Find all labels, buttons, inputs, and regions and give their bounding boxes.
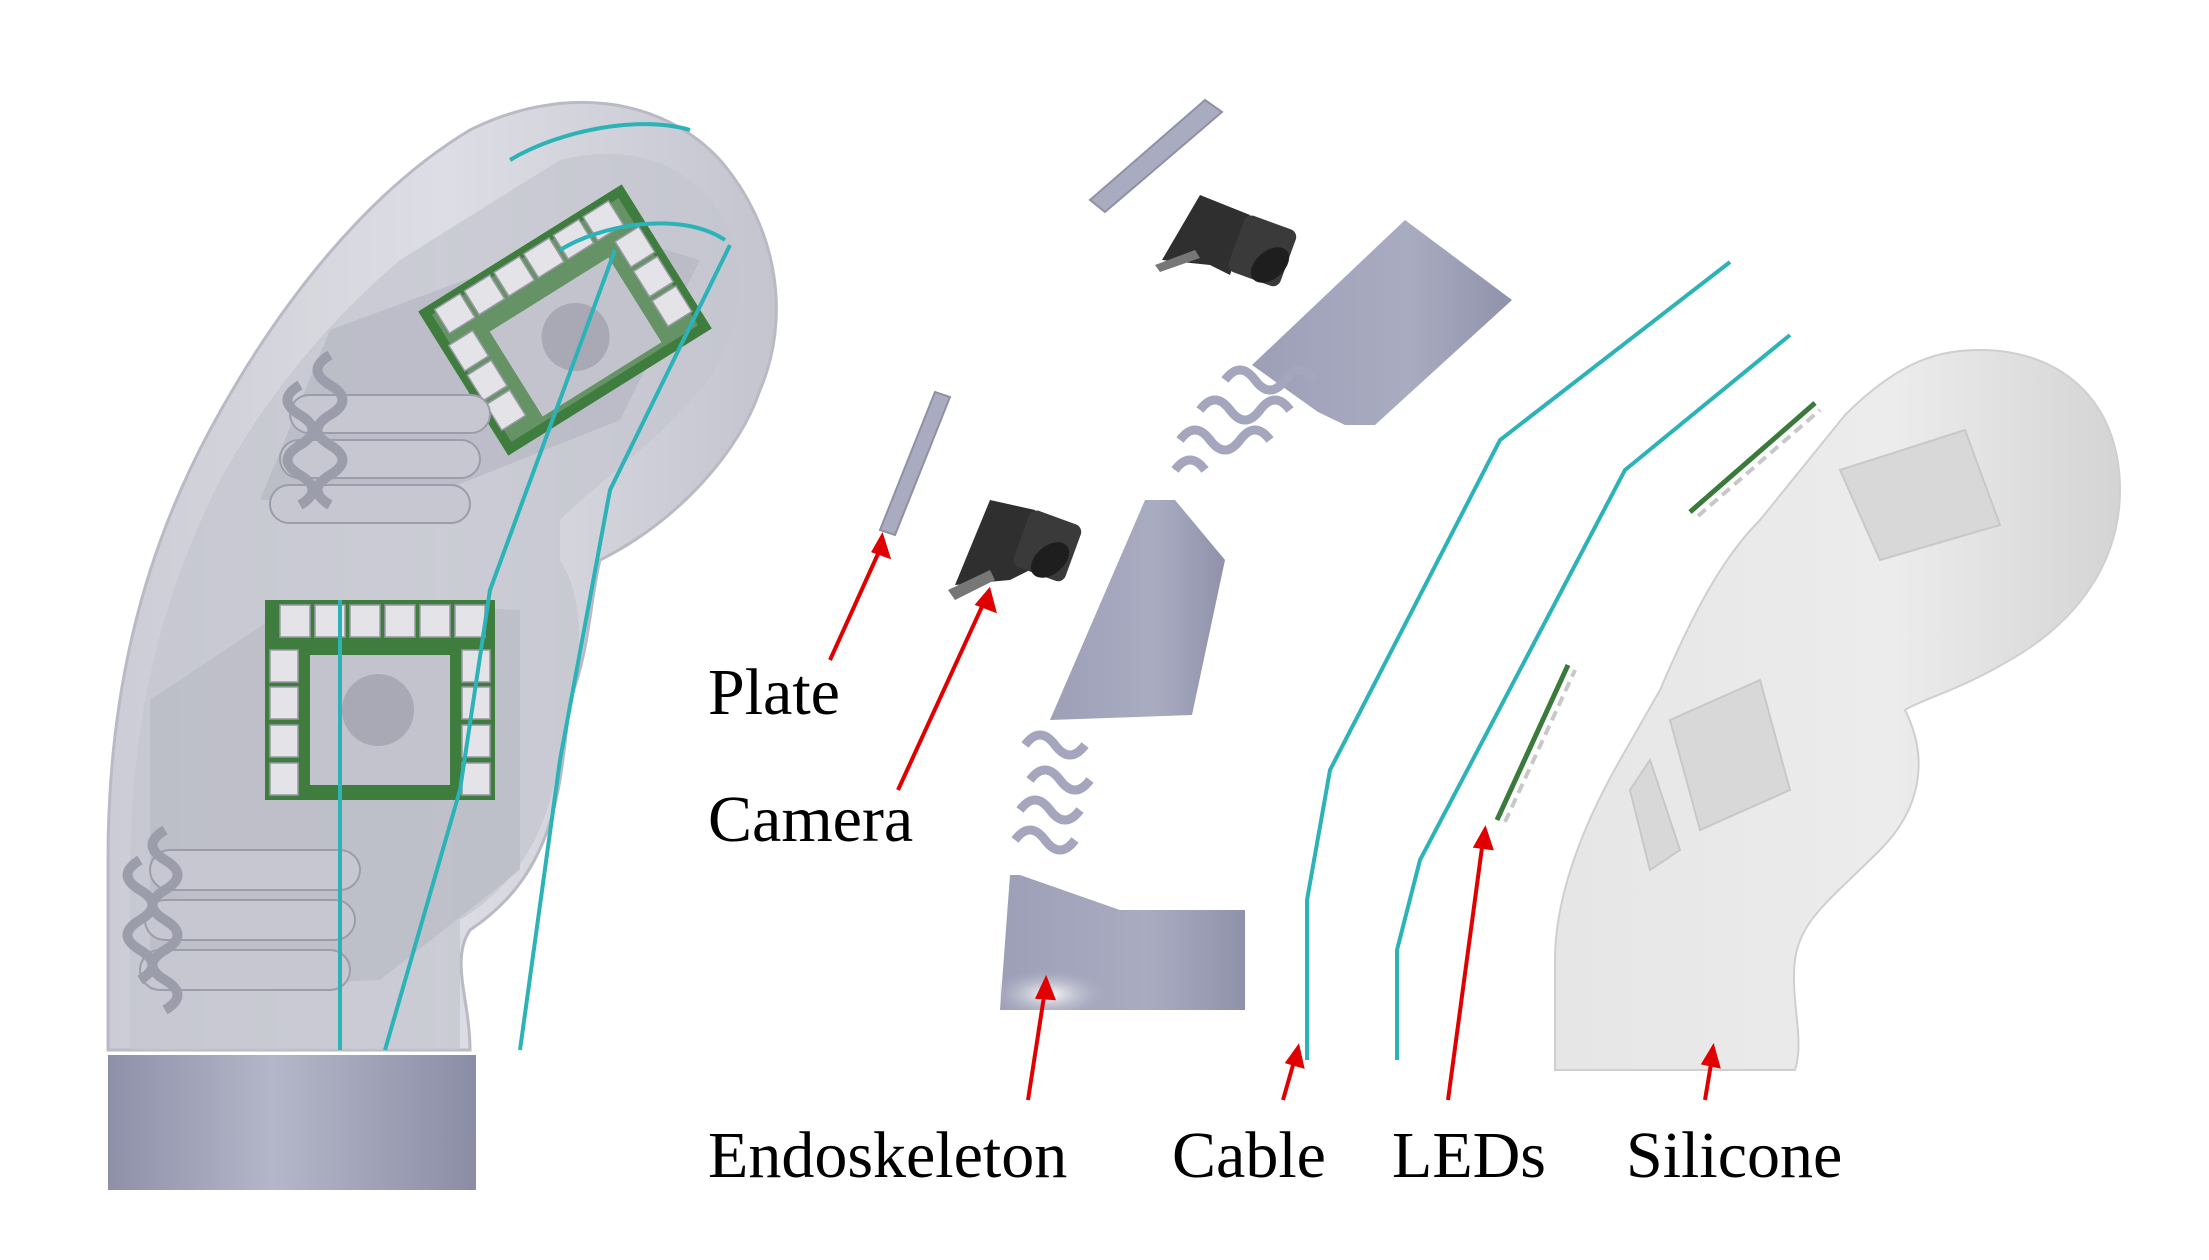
assembled-finger [106, 100, 778, 1190]
plate-upper [1088, 98, 1224, 214]
assembled-springs-upper [269, 350, 491, 524]
endoskeleton-springs [1011, 365, 1319, 855]
assembled-pcb-lower [265, 600, 495, 800]
assembled-cables [338, 122, 732, 1051]
endoskeleton-segment-middle [1050, 500, 1225, 720]
endoskeleton-segment-upper [1252, 220, 1512, 425]
label-cable: Cable [1172, 1119, 1326, 1192]
assembled-pcb-upper [418, 184, 712, 456]
exploded-cables [1305, 260, 1792, 1060]
plate-lower [878, 390, 952, 537]
arrow-plate [828, 544, 884, 661]
silicone-windows [1628, 428, 2002, 872]
label-camera: Camera [708, 783, 914, 856]
exploded-components [878, 98, 1822, 1060]
silicone-skin [1554, 348, 2122, 1071]
assembled-springs-lower [122, 825, 361, 1015]
assembled-base [108, 1055, 476, 1190]
arrow-camera [896, 599, 987, 791]
label-leds: LEDs [1392, 1119, 1546, 1192]
camera-upper [1155, 195, 1297, 287]
label-endoskeleton: Endoskeleton [708, 1119, 1068, 1192]
arrow-endoskeleton [1026, 989, 1047, 1101]
exploded-leds [1494, 401, 1822, 823]
label-plate: Plate [708, 656, 840, 729]
label-silicone: Silicone [1626, 1119, 1843, 1192]
leader-arrows [828, 532, 1721, 1101]
camera-lower [948, 500, 1082, 600]
arrow-leds [1446, 839, 1485, 1101]
